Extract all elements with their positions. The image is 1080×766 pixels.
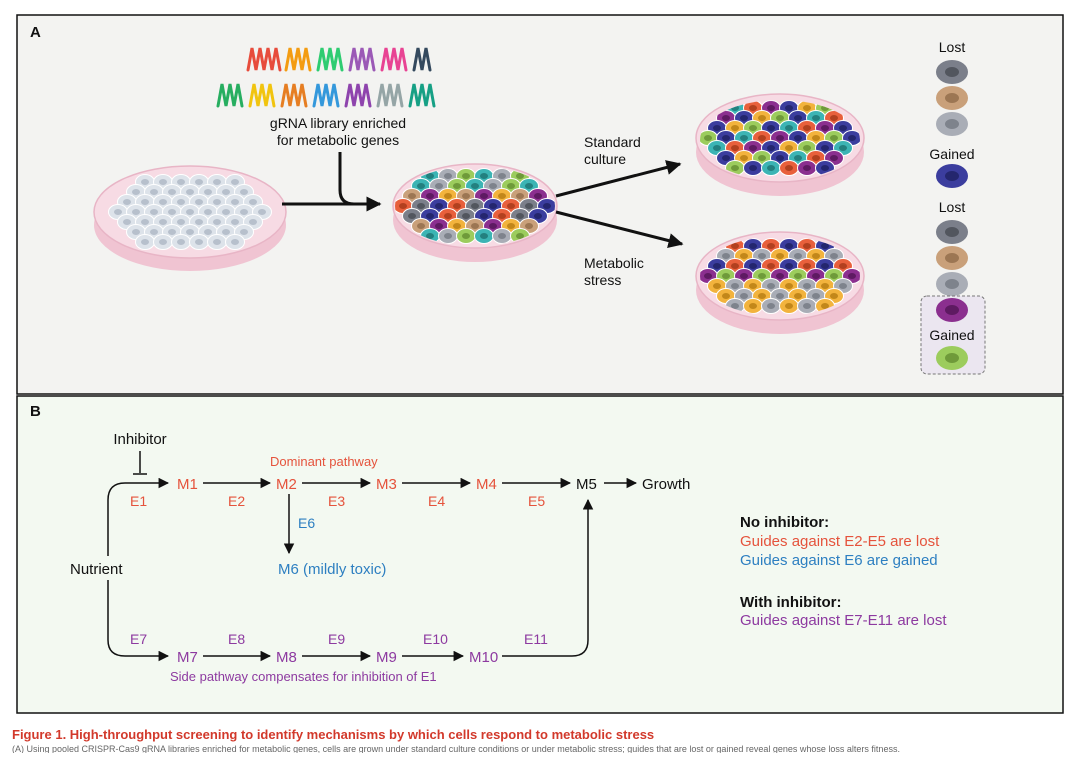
enzyme-e4: E4	[428, 493, 445, 509]
stress-arrow	[555, 210, 684, 248]
legend-cell-purple	[936, 298, 968, 322]
library-label-line1: gRNA library enriched	[270, 115, 406, 131]
nutrient-to-m7-arrow	[107, 580, 170, 662]
with-inhibitor-title: With inhibitor:	[740, 594, 842, 611]
dominant-pathway-label: Dominant pathway	[270, 454, 378, 469]
node-m7: M7	[177, 649, 198, 666]
panel-a-letter: A	[30, 24, 41, 41]
caption-title: Figure 1. High-throughput screening to i…	[12, 727, 655, 742]
legend-cell-green	[936, 346, 968, 370]
enzyme-e2: E2	[228, 493, 245, 509]
panel-b: B Inhibitor Nutrient Dominant pathway M1…	[16, 395, 1064, 714]
mixed-cell	[456, 228, 476, 244]
plain-cell	[153, 234, 173, 250]
side-pathway-label: Side pathway compensates for inhibition …	[170, 669, 437, 684]
stress-cell	[797, 298, 817, 314]
legend-cell-tan-top	[936, 86, 968, 110]
library-label-line2: for metabolic genes	[277, 132, 399, 148]
standard-cell	[743, 160, 763, 176]
enzyme-e8: E8	[228, 631, 245, 647]
arrow-m10-m5	[502, 498, 594, 657]
standard-cell	[761, 160, 781, 176]
standard-cell	[797, 160, 817, 176]
node-m1: M1	[177, 476, 198, 493]
node-m10: M10	[469, 649, 498, 666]
dish-untransduced	[93, 165, 287, 271]
mixed-cell	[438, 228, 458, 244]
stress-label-line2: stress	[584, 272, 621, 288]
stress-cells	[700, 238, 860, 314]
plain-cell	[207, 234, 227, 250]
plain-cell	[225, 234, 245, 250]
inhibitor-label: Inhibitor	[113, 431, 166, 448]
growth-label: Growth	[642, 476, 690, 493]
legend-top-lost: Lost	[939, 39, 966, 55]
mixed-cell	[492, 228, 512, 244]
legend-cell-grey-light-bottom	[936, 272, 968, 296]
enzyme-e11: E11	[524, 631, 548, 647]
legend-cell-grey-light-top	[936, 112, 968, 136]
nutrient-label: Nutrient	[70, 561, 123, 578]
no-inhibitor-title: No inhibitor:	[740, 514, 829, 531]
enzyme-e10: E10	[423, 631, 448, 647]
stress-cell	[743, 298, 763, 314]
standard-arrow	[555, 160, 682, 198]
legend-cell-grey-dark-bottom	[936, 220, 968, 244]
node-m5: M5	[576, 476, 597, 493]
mixed-cell	[474, 228, 494, 244]
legend-cell-navy	[936, 164, 968, 188]
legend-bottom-gained: Gained	[929, 327, 974, 343]
plain-cell	[189, 234, 209, 250]
panel-a: A gRNA library enriched for metabolic ge…	[16, 14, 1064, 395]
node-m8: M8	[276, 649, 297, 666]
with-inhibitor-line1: Guides against E7-E11 are lost	[740, 612, 947, 629]
enzyme-e6: E6	[298, 515, 315, 531]
enzyme-e5: E5	[528, 493, 545, 509]
enzyme-e7: E7	[130, 631, 147, 647]
dish-standard-culture	[695, 93, 865, 196]
panel-b-frame	[16, 395, 1064, 714]
standard-cell	[779, 160, 799, 176]
enzyme-e3: E3	[328, 493, 345, 509]
enzyme-e1: E1	[130, 493, 147, 509]
standard-label-line2: culture	[584, 151, 626, 167]
dish-metabolic-stress	[695, 231, 865, 334]
node-m4: M4	[476, 476, 497, 493]
legend-cell-grey-dark-top	[936, 60, 968, 84]
node-m3: M3	[376, 476, 397, 493]
figure-caption: Figure 1. High-throughput screening to i…	[12, 727, 1072, 763]
standard-cells	[700, 100, 860, 176]
cell-legend: Lost Gained Lost Gained	[920, 39, 986, 375]
legend-cell-tan-bottom	[936, 246, 968, 270]
plain-cell	[117, 214, 137, 230]
mixed-cells	[395, 168, 555, 244]
grna-library-icon	[216, 47, 436, 108]
no-inhibitor-line1: Guides against E2-E5 are lost	[740, 533, 940, 550]
caption-body: (A) Using pooled CRISPR-Cas9 gRNA librar…	[12, 744, 900, 753]
standard-label-line1: Standard	[584, 134, 641, 150]
legend-top-gained: Gained	[929, 146, 974, 162]
dish-transduced	[392, 163, 558, 262]
panel-b-letter: B	[30, 403, 41, 420]
stress-cell	[779, 298, 799, 314]
stress-label-line1: Metabolic	[584, 255, 644, 271]
no-inhibitor-line2: Guides against E6 are gained	[740, 552, 938, 569]
plain-cells	[108, 174, 272, 250]
nutrient-to-m1-arrow	[107, 477, 170, 556]
plain-cell	[171, 234, 191, 250]
plain-cell	[135, 234, 155, 250]
enzyme-e9: E9	[328, 631, 345, 647]
node-m9: M9	[376, 649, 397, 666]
stress-cell	[761, 298, 781, 314]
node-m2: M2	[276, 476, 297, 493]
legend-bottom-lost: Lost	[939, 199, 966, 215]
node-m6: M6 (mildly toxic)	[278, 561, 386, 578]
